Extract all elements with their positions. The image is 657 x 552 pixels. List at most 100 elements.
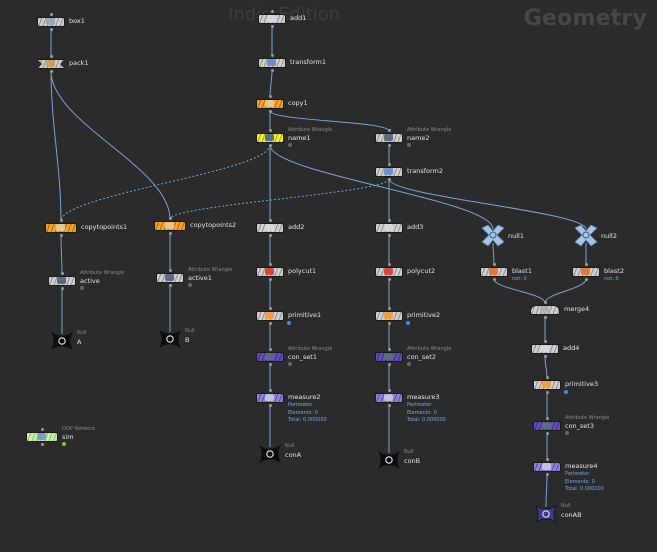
input-connector[interactable] — [268, 219, 272, 222]
output-connector[interactable] — [40, 443, 44, 446]
node-body[interactable] — [530, 305, 560, 315]
wire-name1-to-copytopoints1[interactable] — [60, 144, 271, 222]
node-body[interactable] — [26, 432, 58, 442]
input-connector[interactable] — [268, 95, 272, 98]
input-connector[interactable] — [40, 428, 44, 431]
output-connector[interactable] — [268, 404, 272, 407]
node-body[interactable] — [258, 58, 286, 68]
input-connector[interactable] — [268, 348, 272, 351]
node-body[interactable] — [256, 311, 284, 321]
node-body[interactable] — [45, 223, 77, 233]
input-connector[interactable] — [492, 263, 496, 266]
wire-null1-to-blast1[interactable] — [492, 242, 495, 266]
node-body[interactable] — [154, 221, 186, 231]
output-connector[interactable] — [387, 144, 391, 147]
node-body[interactable] — [256, 133, 284, 143]
output-connector[interactable] — [543, 355, 547, 358]
wire-blast1-to-merge4[interactable] — [493, 278, 546, 304]
wire-pack1-to-copytopoints2[interactable] — [50, 70, 171, 220]
node-body[interactable] — [375, 223, 403, 233]
wire-transform1-to-copy1[interactable] — [269, 69, 273, 98]
input-connector[interactable] — [49, 55, 53, 58]
node-body[interactable] — [533, 380, 561, 390]
wire-measure4-to-conAB[interactable] — [545, 473, 548, 508]
wire-pack1-to-copytopoints1[interactable] — [50, 70, 62, 222]
input-connector[interactable] — [168, 269, 172, 272]
input-connector[interactable] — [268, 389, 272, 392]
output-connector[interactable] — [49, 70, 53, 73]
output-connector[interactable] — [545, 391, 549, 394]
output-connector[interactable] — [168, 232, 172, 235]
node-body[interactable] — [375, 267, 403, 277]
node-body[interactable] — [256, 267, 284, 277]
output-connector[interactable] — [584, 278, 588, 281]
output-connector[interactable] — [387, 178, 391, 181]
node-body[interactable] — [533, 421, 561, 431]
wire-transform2-to-null2[interactable] — [388, 178, 587, 230]
wire-name1-to-null1[interactable] — [269, 144, 494, 230]
node-body[interactable] — [533, 462, 561, 472]
output-connector[interactable] — [268, 144, 272, 147]
node-body[interactable] — [256, 99, 284, 109]
input-connector[interactable] — [268, 263, 272, 266]
node-body[interactable] — [256, 223, 284, 233]
node-body[interactable] — [531, 344, 559, 354]
output-connector[interactable] — [168, 284, 172, 287]
input-connector[interactable] — [387, 219, 391, 222]
output-connector[interactable] — [387, 404, 391, 407]
output-connector[interactable] — [387, 363, 391, 366]
wire-copytopoints1-to-active[interactable] — [60, 234, 63, 275]
input-connector[interactable] — [49, 13, 53, 16]
wire-add4-to-primitive3[interactable] — [544, 355, 548, 379]
node-body[interactable] — [375, 311, 403, 321]
input-connector[interactable] — [270, 10, 274, 13]
input-connector[interactable] — [168, 217, 172, 220]
node-body[interactable] — [37, 17, 65, 27]
output-connector[interactable] — [270, 69, 274, 72]
input-connector[interactable] — [387, 129, 391, 132]
node-body[interactable] — [375, 133, 403, 143]
output-connector[interactable] — [545, 432, 549, 435]
input-connector[interactable] — [387, 263, 391, 266]
input-connector[interactable] — [387, 163, 391, 166]
input-connector[interactable] — [387, 348, 391, 351]
output-connector[interactable] — [268, 322, 272, 325]
output-connector[interactable] — [268, 110, 272, 113]
node-body[interactable] — [375, 352, 403, 362]
wire-transform2-to-copytopoints2[interactable] — [169, 178, 390, 220]
output-connector[interactable] — [387, 234, 391, 237]
output-connector[interactable] — [49, 28, 53, 31]
output-connector[interactable] — [387, 322, 391, 325]
output-connector[interactable] — [545, 473, 549, 476]
input-connector[interactable] — [545, 417, 549, 420]
output-connector[interactable] — [59, 234, 63, 237]
output-connector[interactable] — [60, 287, 64, 290]
output-connector[interactable] — [268, 234, 272, 237]
node-body[interactable] — [258, 14, 286, 24]
node-body[interactable] — [48, 276, 76, 286]
input-connector[interactable] — [270, 54, 274, 57]
input-connector[interactable] — [60, 272, 64, 275]
output-connector[interactable] — [387, 278, 391, 281]
input-connector[interactable] — [543, 301, 547, 304]
input-connector[interactable] — [59, 219, 63, 222]
node-body[interactable] — [156, 273, 184, 283]
node-body[interactable] — [375, 393, 403, 403]
input-connector[interactable] — [584, 263, 588, 266]
node-body[interactable] — [256, 393, 284, 403]
output-connector[interactable] — [268, 363, 272, 366]
input-connector[interactable] — [268, 307, 272, 310]
output-connector[interactable] — [270, 25, 274, 28]
node-body[interactable] — [480, 267, 508, 277]
wire-blast2-to-merge4[interactable] — [544, 278, 587, 304]
input-connector[interactable] — [545, 376, 549, 379]
node-body[interactable] — [375, 167, 403, 177]
input-connector[interactable] — [268, 129, 272, 132]
node-body[interactable] — [572, 267, 600, 277]
output-connector[interactable] — [492, 278, 496, 281]
node-body[interactable] — [256, 352, 284, 362]
output-connector[interactable] — [268, 278, 272, 281]
output-connector[interactable] — [543, 316, 547, 319]
wire-copy1-to-name2[interactable] — [269, 110, 390, 132]
